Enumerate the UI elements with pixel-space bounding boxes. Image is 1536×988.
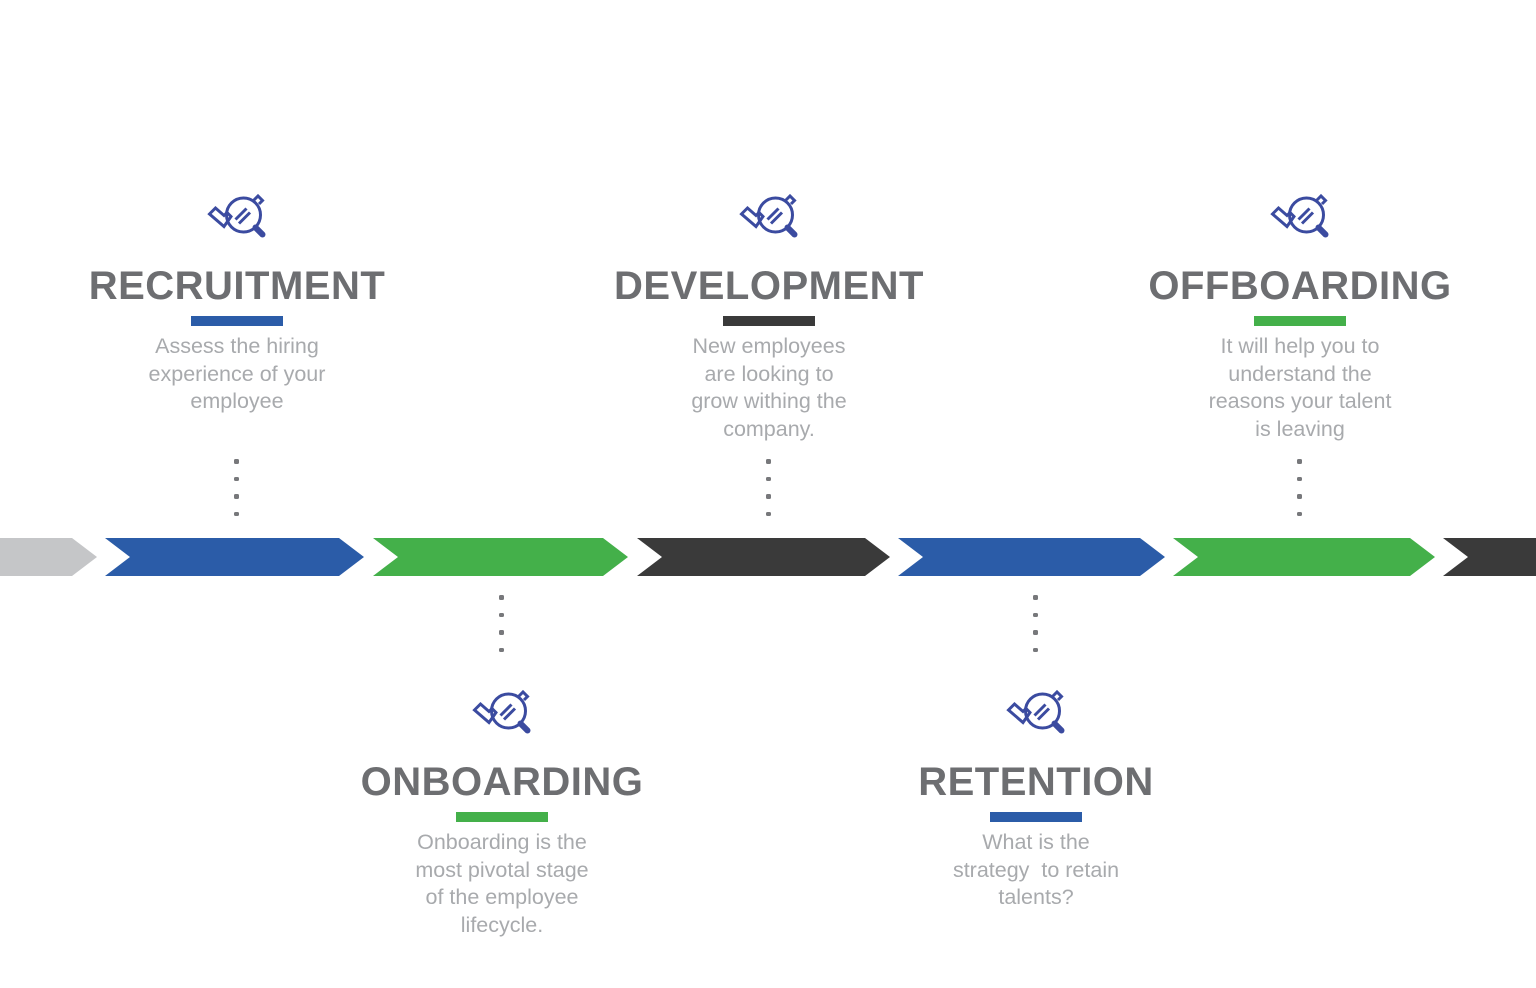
connector-dot <box>1033 595 1038 600</box>
timeline-segment-6 <box>1443 538 1536 576</box>
connector-dot <box>1033 612 1038 617</box>
stage-offboarding: OFFBOARDING It will help you to understa… <box>1120 188 1480 443</box>
dotted-connector-retention <box>1033 595 1038 652</box>
connector-dot <box>499 595 504 600</box>
connector-dot <box>234 511 239 516</box>
stage-title: RETENTION <box>918 760 1154 804</box>
accent-underline <box>191 316 283 326</box>
stage-title: DEVELOPMENT <box>614 264 924 308</box>
stage-title: RECRUITMENT <box>88 264 386 308</box>
stage-description: Assess the hiring experience of your emp… <box>148 334 326 413</box>
stage-title: OFFBOARDING <box>1148 264 1452 308</box>
connector-dot <box>766 476 771 481</box>
stage-retention: RETENTION What is the strategy to retain… <box>856 684 1216 912</box>
magnifier-checkmark-icon <box>1268 188 1332 240</box>
connector-dot <box>234 476 239 481</box>
magnifier-checkmark-icon <box>470 684 534 736</box>
connector-dot <box>766 459 771 464</box>
accent-underline <box>456 812 548 822</box>
timeline-segment-0 <box>0 538 97 576</box>
stage-description: Onboarding is the most pivotal stage of … <box>415 830 589 937</box>
connector-dot <box>234 494 239 499</box>
connector-dot <box>499 612 504 617</box>
accent-underline <box>990 812 1082 822</box>
magnifier-checkmark-icon <box>737 188 801 240</box>
connector-dot <box>499 647 504 652</box>
timeline-segment-3 <box>637 538 890 576</box>
stage-title: ONBOARDING <box>360 760 644 804</box>
connector-dot <box>1297 494 1302 499</box>
dotted-connector-onboarding <box>499 595 504 652</box>
connector-dot <box>766 511 771 516</box>
connector-dot <box>1297 476 1302 481</box>
connector-dot <box>1297 459 1302 464</box>
timeline-segment-1 <box>105 538 364 576</box>
stage-development: DEVELOPMENT New employees are looking to… <box>589 188 949 443</box>
dotted-connector-recruitment <box>234 459 239 516</box>
accent-underline <box>1254 316 1346 326</box>
stage-description: New employees are looking to grow within… <box>691 334 847 441</box>
connector-dot <box>234 459 239 464</box>
dotted-connector-development <box>766 459 771 516</box>
connector-dot <box>1033 630 1038 635</box>
connector-dot <box>1033 647 1038 652</box>
magnifier-checkmark-icon <box>1004 684 1068 736</box>
stage-description: It will help you to understand the reaso… <box>1208 334 1392 441</box>
connector-dot <box>766 494 771 499</box>
connector-dot <box>1297 511 1302 516</box>
stage-onboarding: ONBOARDING Onboarding is the most pivota… <box>322 684 682 939</box>
timeline-segment-2 <box>373 538 628 576</box>
timeline-segment-5 <box>1173 538 1435 576</box>
stage-recruitment: RECRUITMENT Assess the hiring experience… <box>57 188 417 416</box>
magnifier-checkmark-icon <box>205 188 269 240</box>
connector-dot <box>499 630 504 635</box>
accent-underline <box>723 316 815 326</box>
timeline-arrows <box>0 538 1536 576</box>
dotted-connector-offboarding <box>1297 459 1302 516</box>
timeline-segment-4 <box>898 538 1165 576</box>
stage-description: What is the strategy to retain talents? <box>952 830 1120 909</box>
